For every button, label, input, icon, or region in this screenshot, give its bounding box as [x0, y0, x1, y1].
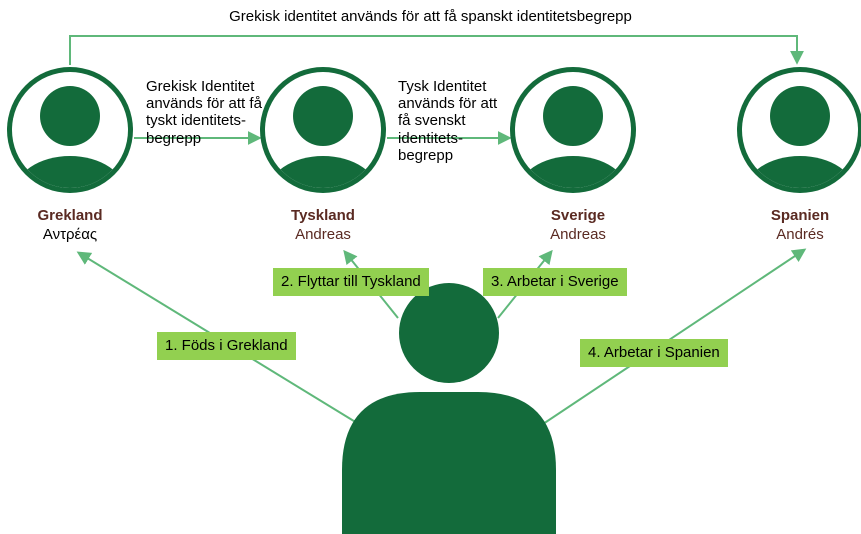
person-name: Andreas [550, 226, 606, 243]
step-4-box: 4. Arbetar i Spanien [580, 339, 728, 367]
avatar-spanien [737, 67, 861, 193]
country-label-tyskland: Tyskland Andreas [258, 206, 388, 244]
arrow-to-spanien [539, 248, 807, 427]
person-name: Andreas [295, 226, 351, 243]
step-1-box: 1. Föds i Grekland [157, 332, 296, 360]
main-person-figure [342, 283, 556, 534]
country-name: Spanien [770, 207, 830, 224]
country-label-spanien: Spanien Andrés [735, 206, 861, 244]
step-3-box: 3. Arbetar i Sverige [483, 268, 627, 296]
avatar-tyskland [260, 67, 386, 193]
note-grekisk-identitet: Grekisk Identitet används för att få tys… [146, 78, 262, 147]
avatar-sverige [510, 67, 636, 193]
person-name: Andrés [776, 226, 824, 243]
country-name: Sverige [550, 207, 606, 224]
country-name: Tyskland [291, 207, 355, 224]
top-connector-arrow [69, 35, 804, 65]
country-label-grekland: Grekland Αντρέας [5, 206, 135, 244]
country-label-sverige: Sverige Andreas [513, 206, 643, 244]
step-2-box: 2. Flyttar till Tyskland [273, 268, 429, 296]
person-name: Αντρέας [42, 226, 98, 243]
country-name: Grekland [37, 207, 103, 224]
note-tysk-identitet: Tysk Identitet används för att få svensk… [398, 78, 498, 164]
avatar-grekland [7, 67, 133, 193]
top-arrow-label: Grekisk identitet används för att få spa… [229, 8, 632, 25]
